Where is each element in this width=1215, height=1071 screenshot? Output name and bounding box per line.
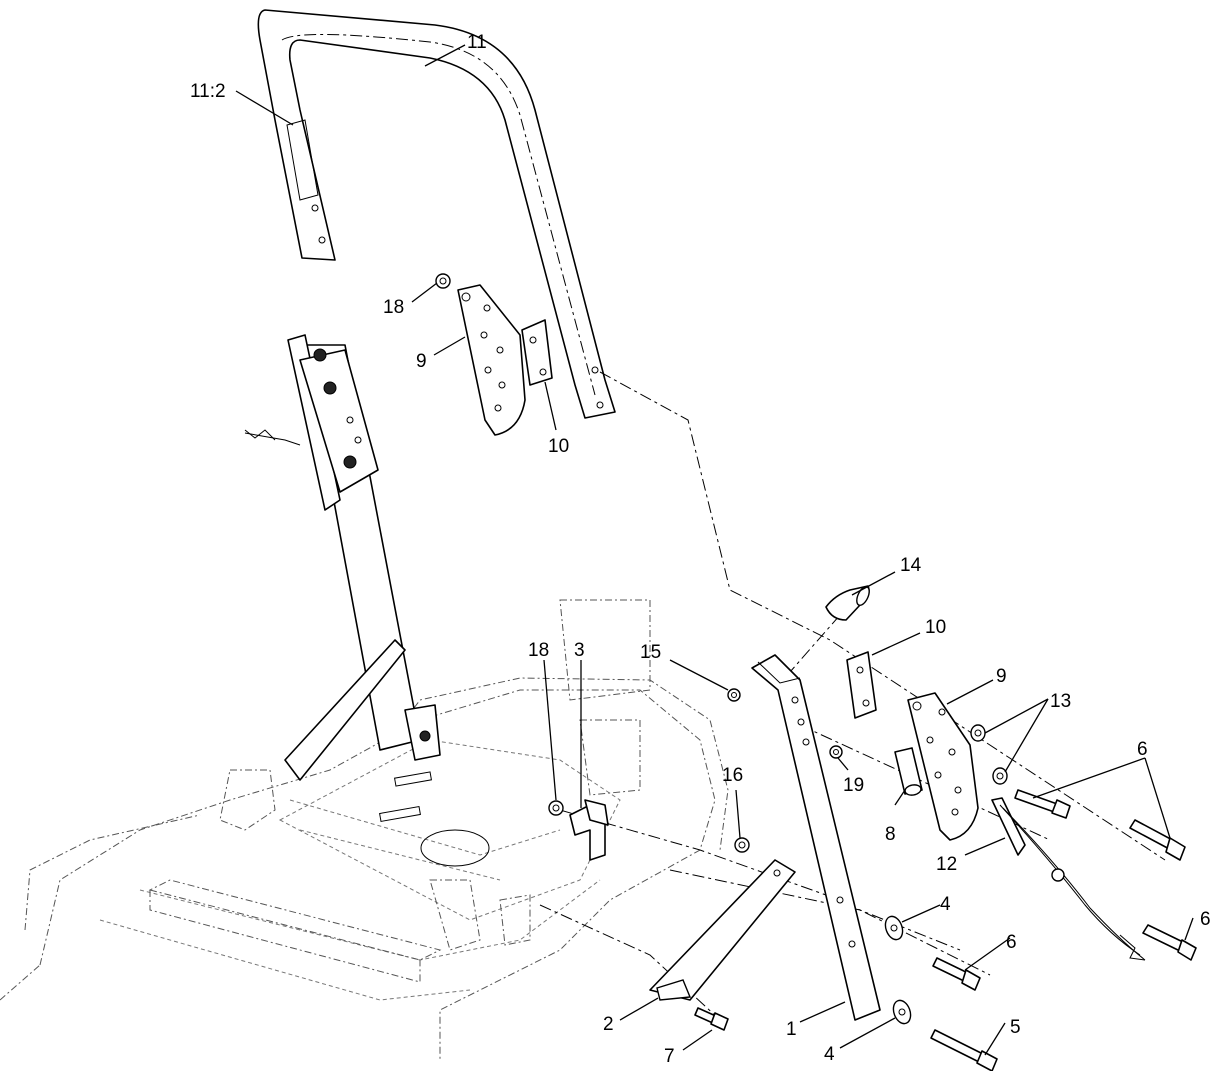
nut-16 <box>734 837 750 853</box>
pivot-plate-lower <box>907 692 979 841</box>
bolts-6 <box>932 789 1197 991</box>
callout-11-2: 11:2 <box>190 81 226 102</box>
callout-labels: 11 11:2 18 9 10 14 10 9 13 6 15 18 3 16 … <box>190 32 1211 1067</box>
assembly-centerline-bumper <box>789 614 841 673</box>
assembly-centerline-main <box>599 371 1166 861</box>
lynch-pin-lanyard <box>991 797 1146 961</box>
nut-lower <box>548 800 564 816</box>
callout-10-upper: 10 <box>548 436 569 457</box>
callout-10-lower: 10 <box>925 617 946 638</box>
callout-9-lower: 9 <box>996 666 1007 687</box>
callout-6-upper-right: 6 <box>1137 739 1148 760</box>
callout-2: 2 <box>603 1014 614 1035</box>
callout-6-lower-right: 6 <box>1200 909 1211 930</box>
brace <box>649 859 796 1001</box>
callout-4-lower: 4 <box>824 1044 835 1065</box>
rops-upright-lower <box>751 654 881 1021</box>
callout-14: 14 <box>900 555 922 576</box>
bushing <box>894 747 923 796</box>
callout-15: 15 <box>640 642 661 663</box>
callout-16: 16 <box>722 765 743 786</box>
washers-13 <box>970 724 1008 785</box>
callout-7: 7 <box>664 1046 675 1067</box>
callout-12: 12 <box>936 854 957 875</box>
seat-brackets-installed <box>219 599 651 951</box>
callout-6-mid: 6 <box>1006 932 1017 953</box>
assembly-centerline-brace <box>669 869 961 951</box>
seat-plate <box>278 739 621 921</box>
nut-19 <box>829 745 843 759</box>
pivot-plate-upper <box>457 284 526 436</box>
callout-9-upper: 9 <box>416 351 427 372</box>
spacer-plate-lower <box>846 651 877 719</box>
callout-19: 19 <box>843 775 864 796</box>
nut-upper <box>435 273 451 289</box>
bolt-7 <box>694 1007 729 1031</box>
assembly-centerline-base <box>539 904 721 1021</box>
spacer-plate-upper <box>521 319 553 386</box>
machine-frame-phantom <box>0 677 729 1060</box>
nut-15 <box>727 688 741 702</box>
assembly-centerline-low <box>559 809 991 976</box>
leader-lines <box>235 44 1194 1056</box>
seat-bracket <box>569 799 609 861</box>
callout-3: 3 <box>574 640 585 661</box>
rear-cross-tube <box>148 879 442 983</box>
callout-18-upper: 18 <box>383 297 404 318</box>
rubber-bumper <box>825 585 870 621</box>
callout-18-lower: 18 <box>528 640 549 661</box>
callout-8: 8 <box>885 824 896 845</box>
callout-5: 5 <box>1010 1017 1021 1038</box>
callout-13: 13 <box>1050 691 1071 712</box>
roll-bar-upper <box>257 9 616 419</box>
washers-4 <box>884 915 912 1025</box>
callout-4-upper: 4 <box>940 894 951 915</box>
rops-left-upright-installed <box>244 334 441 781</box>
callout-1: 1 <box>786 1019 797 1040</box>
callout-11: 11 <box>467 32 487 53</box>
bolt-5 <box>930 1029 998 1071</box>
